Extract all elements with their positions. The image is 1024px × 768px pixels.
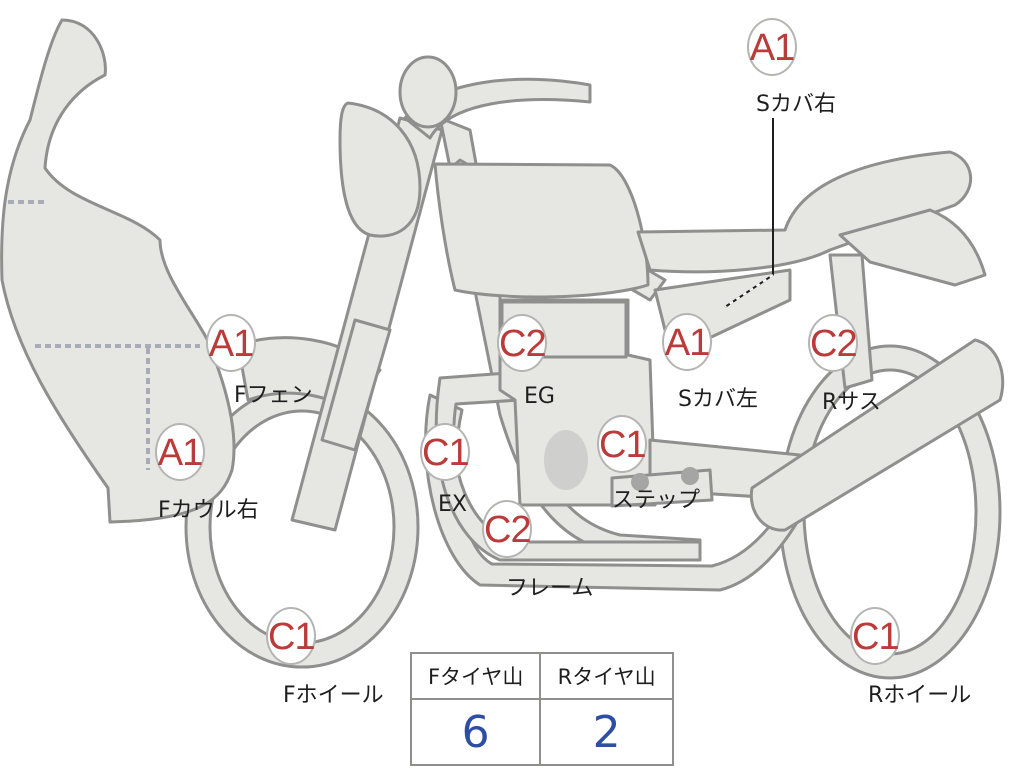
headlight xyxy=(338,101,422,238)
rear-tire-tread-value: 2 xyxy=(539,698,674,766)
leader-line-dash xyxy=(724,274,774,308)
part-label-r-suspension: Rサス xyxy=(822,390,881,415)
tire-tread-table: Fタイヤ山 Rタイヤ山 6 2 xyxy=(409,652,674,766)
seat xyxy=(636,150,972,274)
part-label-s-cover-right: Sカバ右 xyxy=(756,92,836,117)
part-label-r-wheel: Rホイール xyxy=(868,683,972,708)
grade-badge-exhaust: C1 xyxy=(420,423,470,481)
front-wheel xyxy=(184,385,420,669)
grade-badge-step: C1 xyxy=(597,415,647,473)
part-label-f-cowl-right: Fカウル右 xyxy=(158,498,259,523)
step-peg-2 xyxy=(681,467,699,485)
grade-badge-f-fender: A1 xyxy=(206,314,256,372)
muffler xyxy=(749,338,1005,532)
rear-tire-tread-header: Rタイヤ山 xyxy=(539,652,674,700)
mirror xyxy=(398,55,458,129)
front-tire-tread-header: Fタイヤ山 xyxy=(409,652,542,700)
part-label-frame: フレーム xyxy=(506,576,594,601)
step-peg-1 xyxy=(631,473,649,491)
part-label-s-cover-left: Sカバ左 xyxy=(678,387,758,412)
engine-cover xyxy=(544,430,588,490)
grade-badge-r-suspension: C2 xyxy=(808,314,858,372)
grade-badge-engine: C2 xyxy=(497,314,547,372)
front-fork-lower xyxy=(320,318,392,452)
part-label-f-wheel: Fホイール xyxy=(283,683,384,708)
part-label-step: ステップ xyxy=(612,488,701,513)
grade-badge-s-cover-left: A1 xyxy=(662,313,712,371)
grade-badge-f-wheel: C1 xyxy=(266,607,316,665)
grade-badge-frame: C2 xyxy=(482,500,532,558)
tire-tread-value-row: 6 2 xyxy=(409,698,674,766)
tail-cowl xyxy=(838,208,987,287)
front-tire-tread-value: 6 xyxy=(409,698,542,766)
tire-tread-header-row: Fタイヤ山 Rタイヤ山 xyxy=(409,652,674,700)
grade-badge-f-cowl-right: A1 xyxy=(155,423,205,481)
grade-badge-r-wheel: C1 xyxy=(850,607,900,665)
front-cowl xyxy=(0,18,236,524)
fuel-tank xyxy=(433,162,650,299)
part-label-exhaust: EX xyxy=(438,492,467,517)
part-label-f-fender: Fフェン xyxy=(234,383,313,408)
grade-badge-s-cover-right: A1 xyxy=(747,18,797,76)
part-label-engine: EG xyxy=(524,384,555,409)
